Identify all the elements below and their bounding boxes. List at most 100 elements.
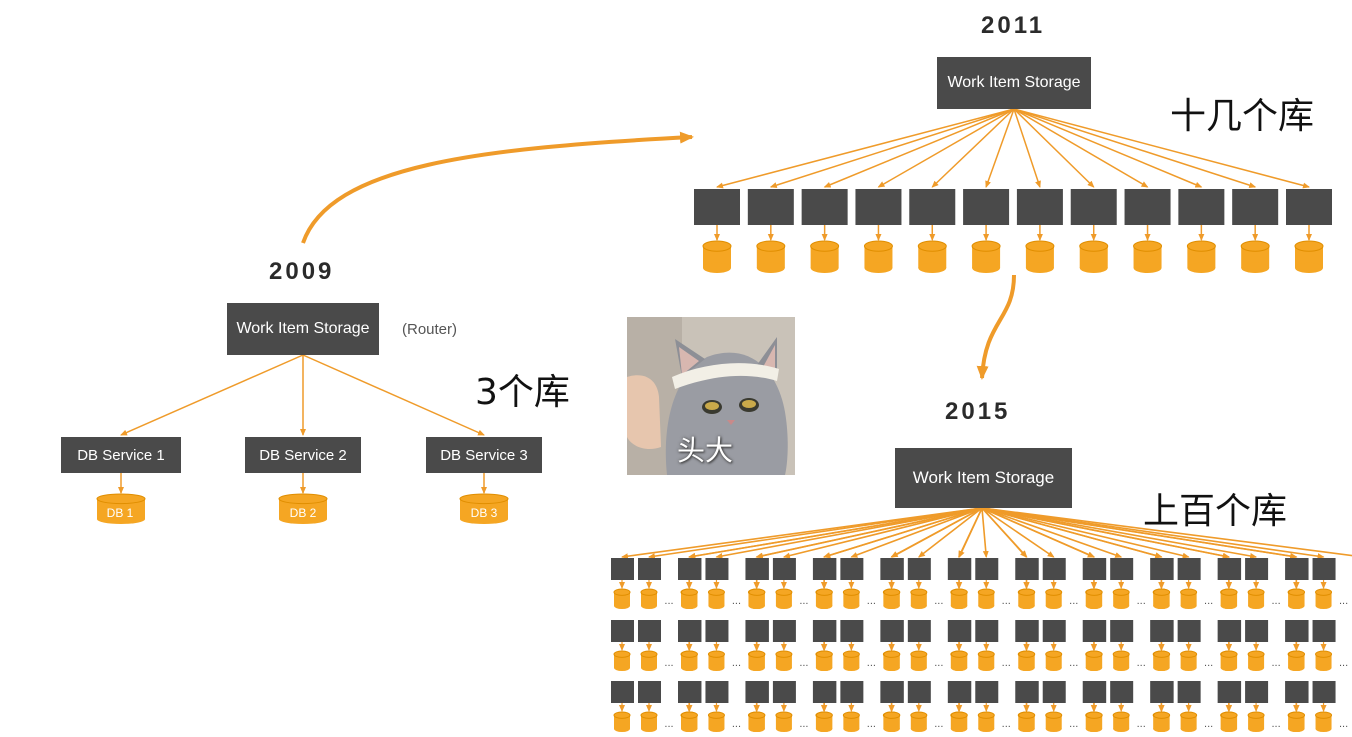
shard-box-2015 bbox=[975, 620, 999, 642]
db-cylinder-body bbox=[1045, 715, 1062, 729]
db-cylinder-base bbox=[1221, 602, 1238, 609]
work-item-storage-2011: Work Item Storage bbox=[937, 57, 1091, 109]
db-cylinder-body bbox=[756, 246, 785, 268]
db-cylinder-base bbox=[978, 602, 995, 609]
db-cylinder-top bbox=[775, 588, 793, 596]
connector-2015-root-to-shard bbox=[981, 507, 1123, 558]
db-cylinder-2015 bbox=[1288, 588, 1306, 609]
shard-ellipsis: ... bbox=[732, 595, 741, 607]
db-cylinder-2015 bbox=[977, 711, 995, 732]
db-cylinder-2011 bbox=[1240, 240, 1270, 273]
db-cylinder-base bbox=[708, 602, 725, 609]
db-cylinder-top bbox=[815, 588, 833, 596]
shard-ellipsis: ... bbox=[1002, 657, 1011, 669]
shard-nodes: ........................................… bbox=[96, 189, 1348, 732]
shard-box-2015 bbox=[1218, 620, 1242, 642]
shard-ellipsis: ... bbox=[1339, 718, 1348, 730]
db-cylinder-base bbox=[708, 664, 725, 671]
connector-2015-root-to-shard bbox=[981, 507, 1325, 560]
shard-box-2015 bbox=[638, 558, 661, 580]
db-cylinder-top bbox=[1315, 588, 1333, 596]
db-cylinder-body bbox=[614, 592, 630, 606]
db-cylinder-top bbox=[1247, 588, 1265, 596]
shard-box-2015 bbox=[1110, 558, 1134, 580]
db-cylinder-base bbox=[1288, 664, 1305, 671]
shard-box-2015 bbox=[840, 620, 864, 642]
shard-box-2015 bbox=[1083, 620, 1107, 642]
db-cylinder-base bbox=[1025, 262, 1054, 273]
db-cylinder-top bbox=[1153, 650, 1171, 658]
db-cylinder-top bbox=[1112, 711, 1130, 719]
shard-ellipsis: ... bbox=[732, 718, 741, 730]
shard-ellipsis: ... bbox=[934, 657, 943, 669]
shard-box-2015 bbox=[745, 620, 769, 642]
shard-box-2015 bbox=[1015, 681, 1039, 703]
db-cylinder-base bbox=[810, 262, 839, 273]
db-cylinder-2015 bbox=[1180, 650, 1198, 671]
db-cylinder-base bbox=[1113, 725, 1130, 732]
db-cylinder-top bbox=[910, 588, 928, 596]
db-cylinder-top bbox=[1045, 711, 1063, 719]
shard-ellipsis: ... bbox=[1137, 595, 1146, 607]
db-cylinder-2011 bbox=[971, 240, 1001, 273]
db-cylinder-body bbox=[279, 498, 327, 520]
db-cylinder-2015 bbox=[815, 711, 833, 732]
connector-2015-root-to-shard bbox=[958, 507, 983, 558]
db-cylinder-body bbox=[978, 592, 995, 606]
shard-box-2015 bbox=[772, 681, 796, 703]
db-cylinder-body bbox=[1315, 715, 1332, 729]
shard-box-2015 bbox=[907, 620, 931, 642]
db-cylinder-top bbox=[1018, 711, 1036, 719]
db-cylinder-2015 bbox=[1220, 588, 1238, 609]
db-cylinder-top bbox=[1085, 650, 1103, 658]
connector-2011-root-to-shard bbox=[985, 108, 1015, 188]
connector-2015-root-to-shard bbox=[890, 507, 983, 558]
connector-2011-root-to-shard bbox=[1013, 108, 1310, 189]
shard-box-2011 bbox=[801, 189, 848, 225]
db-cylinder-body bbox=[641, 592, 657, 606]
shard-ellipsis: ... bbox=[664, 718, 673, 730]
connector-2011-root-to-shard bbox=[1013, 108, 1041, 188]
shard-box-2015 bbox=[745, 558, 769, 580]
db-cylinder-base bbox=[614, 602, 630, 609]
db-cylinder-body bbox=[883, 654, 900, 668]
db-cylinder-2015 bbox=[910, 650, 928, 671]
db-cylinder-top bbox=[977, 650, 995, 658]
db-cylinder-body bbox=[1025, 246, 1054, 268]
db-cylinder-body bbox=[1086, 592, 1103, 606]
db-cylinder-body bbox=[681, 592, 698, 606]
db-cylinder-top bbox=[748, 588, 766, 596]
shard-box-2015 bbox=[1110, 620, 1134, 642]
shard-ellipsis: ... bbox=[732, 657, 741, 669]
shard-box-2015 bbox=[772, 558, 796, 580]
db-cylinder-base bbox=[883, 725, 900, 732]
db-cylinder-base bbox=[1315, 725, 1332, 732]
shard-ellipsis: ... bbox=[1002, 718, 1011, 730]
db-cylinder-2015 bbox=[680, 588, 698, 609]
caption-dozen-databases: 十几个库 bbox=[1170, 96, 1315, 137]
shard-ellipsis: ... bbox=[1272, 657, 1281, 669]
db-cylinder-2015 bbox=[680, 650, 698, 671]
db-cylinder-2011 bbox=[1294, 240, 1324, 273]
db-cylinder-base bbox=[1248, 725, 1265, 732]
connector-2011-root-to-shard bbox=[1013, 108, 1095, 188]
db-cylinder-body bbox=[843, 715, 860, 729]
db-cylinder-2011 bbox=[702, 240, 732, 273]
db-cylinder-body bbox=[1295, 246, 1323, 268]
db-cylinder-base bbox=[1086, 664, 1103, 671]
shard-box-2011 bbox=[963, 189, 1010, 225]
shard-box-2011 bbox=[855, 189, 902, 225]
db-cylinder-body bbox=[910, 592, 927, 606]
db-cylinder-body bbox=[1045, 592, 1062, 606]
db-cylinder-top bbox=[702, 240, 732, 252]
db-cylinder-2015 bbox=[775, 588, 793, 609]
db-cylinder-body bbox=[1180, 654, 1197, 668]
db-cylinder-top bbox=[950, 588, 968, 596]
db-cylinder-2015 bbox=[748, 711, 766, 732]
db-cylinder-base bbox=[1086, 602, 1103, 609]
db-cylinder-2015 bbox=[842, 650, 860, 671]
db-cylinder-base bbox=[641, 602, 657, 609]
db-cylinder-top bbox=[842, 588, 860, 596]
shard-ellipsis: ... bbox=[664, 595, 673, 607]
db-cylinder-base bbox=[1288, 725, 1305, 732]
